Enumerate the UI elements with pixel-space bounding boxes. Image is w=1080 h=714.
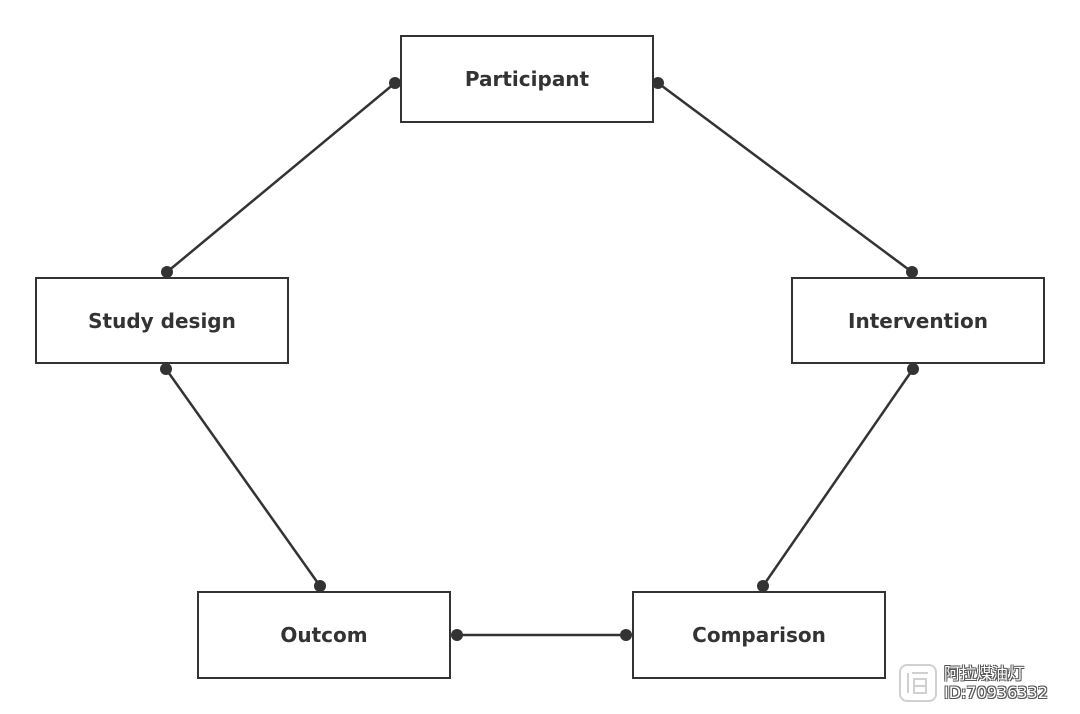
node-label: Intervention (848, 308, 988, 333)
node-label: Participant (464, 67, 590, 91)
connector-dot (314, 580, 326, 592)
watermark-id: ID:70936332 (944, 683, 1048, 702)
edge-participant-intervention (657, 81, 913, 274)
edge-participant-study-design (166, 82, 396, 273)
node-participant[interactable]: Participant (400, 35, 654, 123)
node-intervention[interactable]: Intervention (791, 277, 1045, 364)
edge-study-design-outcome (164, 368, 322, 587)
connector-dot (161, 266, 173, 278)
node-label: Comparison (692, 623, 826, 647)
node-label: Study design (88, 308, 236, 333)
connector-dot (652, 77, 664, 89)
connector-dot (160, 363, 172, 375)
connector-dot (451, 629, 463, 641)
node-label: Outcom (280, 623, 368, 647)
watermark-name: 阿拉煤油灯 (944, 664, 1025, 683)
connector-dot (389, 77, 401, 89)
node-comparison[interactable]: Comparison (632, 591, 886, 679)
connector-dot (906, 266, 918, 278)
node-study-design[interactable]: Study design (35, 277, 289, 364)
watermark: 阿拉煤油灯 ID:70936332 (898, 660, 1076, 706)
connector-dot (907, 363, 919, 375)
node-outcome[interactable]: Outcom (197, 591, 451, 679)
edge-intervention-comparison (761, 368, 915, 587)
connector-dot (757, 580, 769, 592)
watermark-logo-icon (899, 664, 937, 702)
connector-dot (620, 629, 632, 641)
